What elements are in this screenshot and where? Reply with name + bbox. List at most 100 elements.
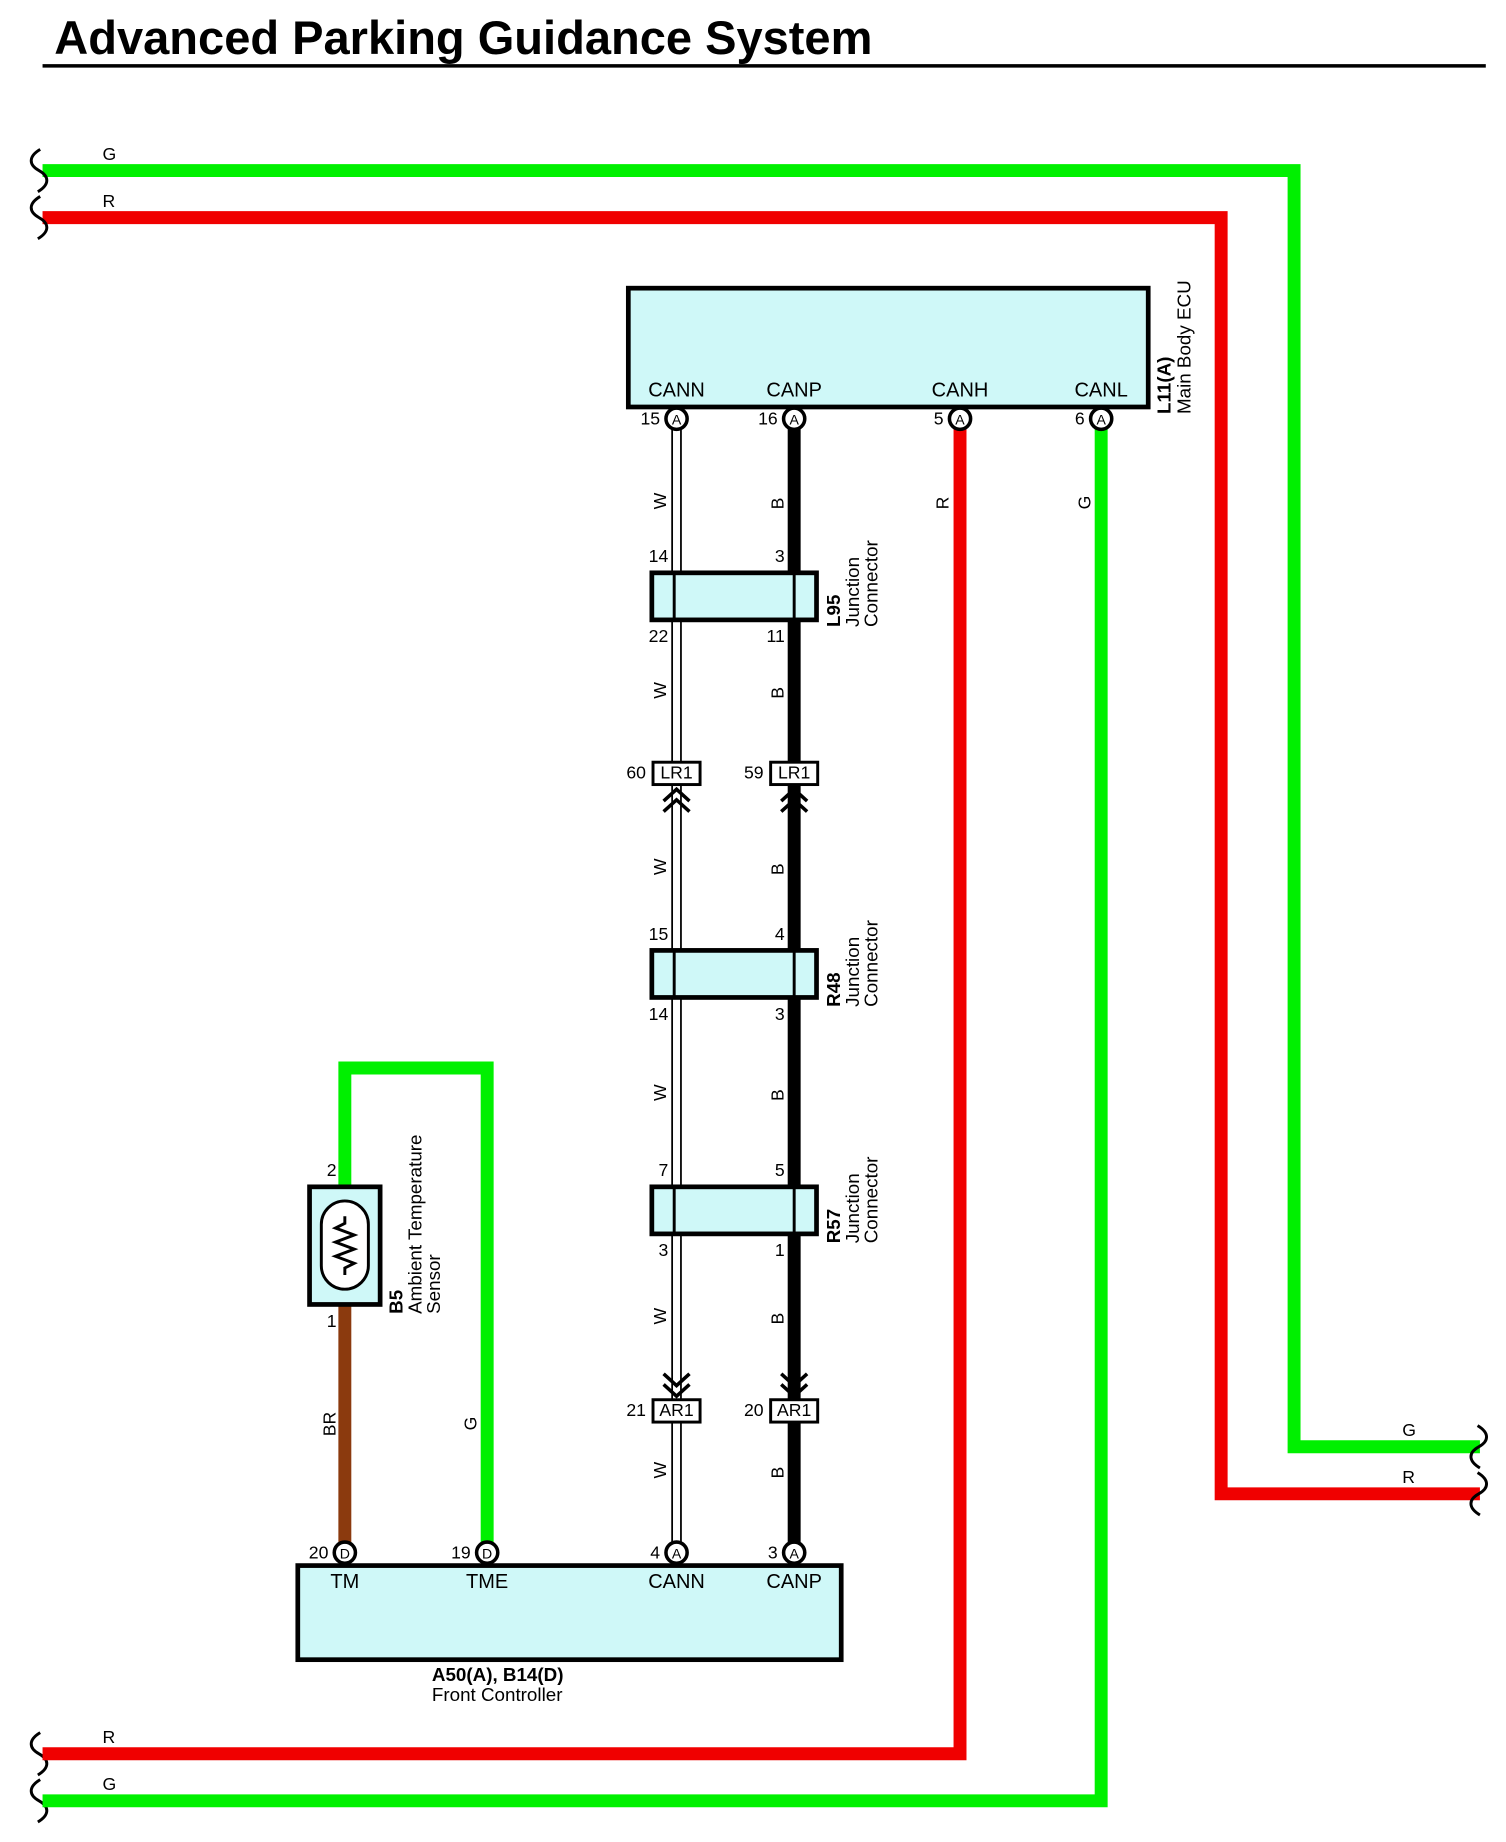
sensor-code: B5: [385, 1290, 406, 1314]
ecu-signal-cann: CANN: [648, 379, 705, 401]
ecu-name: Main Body ECU: [1174, 280, 1195, 414]
terminal-pin-number: 16: [758, 409, 778, 429]
terminal-pin-number: 6: [1075, 409, 1085, 429]
inline-tag-w: [651, 1398, 702, 1424]
break-mark-right-red: [1469, 1471, 1488, 1517]
junction-name2: Connector: [861, 1157, 882, 1244]
inline-tag-code: LR1: [778, 763, 810, 783]
junction-pin: 3: [775, 1004, 785, 1024]
green-bus-wire: [42, 164, 1480, 1454]
ecu-signal-canp: CANP: [766, 379, 822, 401]
wire-label-canl: G: [1075, 496, 1095, 510]
junction-code: R48: [823, 972, 844, 1006]
terminal-conn-letter: D: [482, 1546, 492, 1562]
terminal-circle: [474, 1540, 500, 1565]
inline-tag-code: LR1: [660, 763, 692, 783]
canl-green-wire: [42, 421, 1108, 1808]
wire-label-tme: G: [461, 1417, 481, 1431]
ecu-terminal-cann: A 15: [640, 406, 689, 432]
wire-label-canp-4: B: [768, 1089, 788, 1101]
break-mark-left-green-top: [29, 148, 49, 193]
junction-connector-r57: 7 5 3 1 R57 Junction Connector: [649, 1157, 882, 1260]
terminal-pin-number: 15: [640, 409, 660, 429]
fc-signal-tm: TM: [330, 1571, 359, 1593]
wire-label-canp-5: B: [768, 1313, 788, 1325]
terminal-pin-number: 3: [768, 1543, 778, 1563]
sensor-tme-green-wire: [338, 1061, 494, 1553]
bus-label-red-top: R: [103, 191, 116, 211]
junction-pin: 22: [649, 626, 669, 646]
terminal-pin-number: 19: [451, 1543, 471, 1563]
ecu-signal-canl: CANL: [1075, 379, 1128, 401]
main-body-ecu: CANN CANP CANH CANL A 15 A 16 A 5 A 6 L1…: [625, 280, 1195, 432]
junction-pin: 15: [649, 924, 669, 944]
wire-label-canp-3: B: [768, 863, 788, 875]
ecu-label: L11(A) Main Body ECU: [1154, 280, 1195, 414]
junction-label: R57 Junction Connector: [823, 1157, 882, 1244]
sensor-name2: Sensor: [423, 1254, 444, 1314]
fc-terminal-tme: D 19: [451, 1540, 500, 1565]
inline-pin: 20: [744, 1400, 764, 1420]
ecu-terminal-canl: A 6: [1075, 406, 1114, 432]
junction-name2: Connector: [861, 540, 882, 627]
junction-code: L95: [823, 595, 844, 627]
sensor-pin: 2: [327, 1160, 337, 1180]
junction-label: L95 Junction Connector: [823, 540, 882, 627]
junction-name: Junction: [842, 557, 863, 627]
wire-break-marks: [29, 148, 1488, 1824]
inline-pin: 59: [744, 763, 764, 783]
terminal-conn-letter: A: [672, 1546, 682, 1562]
resistor-zigzag-icon: [331, 1216, 359, 1276]
fc-signal-canp: CANP: [766, 1571, 822, 1593]
inline-tag-code: AR1: [777, 1400, 811, 1420]
terminal-circle: [947, 406, 973, 432]
wire-label-canp-1: B: [768, 498, 788, 510]
sensor-pin: 1: [327, 1311, 337, 1331]
terminal-pin-number: 4: [650, 1543, 660, 1563]
inline-connector-lr1: LR1 60 LR1 59: [626, 760, 820, 813]
terminal-conn-letter: A: [789, 1546, 799, 1562]
inline-tag-code: AR1: [659, 1400, 693, 1420]
break-mark-right-green: [1469, 1424, 1488, 1470]
terminal-pin-number: 20: [309, 1543, 329, 1563]
wire-label-cann-2: W: [650, 682, 670, 699]
front-controller-name: Front Controller: [432, 1684, 563, 1705]
bus-label-green-right: G: [1402, 1420, 1416, 1440]
junction-pin: 5: [775, 1160, 785, 1180]
wire-label-cann-4: W: [650, 1084, 670, 1101]
sensor-label: B5 Ambient Temperature Sensor: [385, 1135, 444, 1314]
terminal-conn-letter: A: [789, 412, 799, 428]
sensor-name: Ambient Temperature: [404, 1135, 425, 1314]
junction-connector-l95: 14 3 22 11 L95 Junction Connector: [649, 540, 882, 646]
terminal-conn-letter: A: [1096, 412, 1106, 428]
wire-label-cann-3: W: [650, 858, 670, 875]
inline-connector-ar1: AR1 21 AR1 20: [626, 1372, 820, 1424]
junction-box: [649, 570, 819, 623]
break-mark-left-red-bottom: [29, 1731, 49, 1777]
chevron-up-icon: [662, 786, 691, 813]
fc-signal-cann: CANN: [648, 1571, 705, 1593]
terminal-circle: [664, 406, 689, 432]
fc-terminal-canp: A 3: [768, 1540, 807, 1565]
terminal-circle: [664, 1540, 689, 1565]
bus-label-green-bottom: G: [103, 1774, 117, 1794]
inline-tag-w: [651, 760, 702, 787]
terminal-circle: [1088, 406, 1114, 432]
ecu-terminal-canp: A 16: [758, 406, 807, 432]
inline-pin: 60: [626, 763, 646, 783]
wire-label-cann-5: W: [650, 1307, 670, 1324]
junction-pin: 14: [649, 546, 669, 566]
inline-pin: 21: [626, 1400, 646, 1420]
wire-label-canp-6: B: [768, 1467, 788, 1479]
terminal-conn-letter: A: [672, 412, 682, 428]
front-controller: TM TME CANN CANP D 20 D 19 A 4 A 3 A50(A…: [295, 1540, 844, 1705]
break-mark-left-green-bottom: [29, 1778, 49, 1824]
junction-connector-r48: 15 4 14 3 R48 Junction Connector: [649, 920, 882, 1024]
ecu-signal-canh: CANH: [932, 379, 989, 401]
front-controller-box: [295, 1563, 844, 1663]
junction-pin: 1: [775, 1240, 785, 1260]
junction-pin: 14: [649, 1004, 669, 1024]
fc-terminal-cann: A 4: [650, 1540, 689, 1565]
ecu-code: L11(A): [1154, 357, 1175, 414]
